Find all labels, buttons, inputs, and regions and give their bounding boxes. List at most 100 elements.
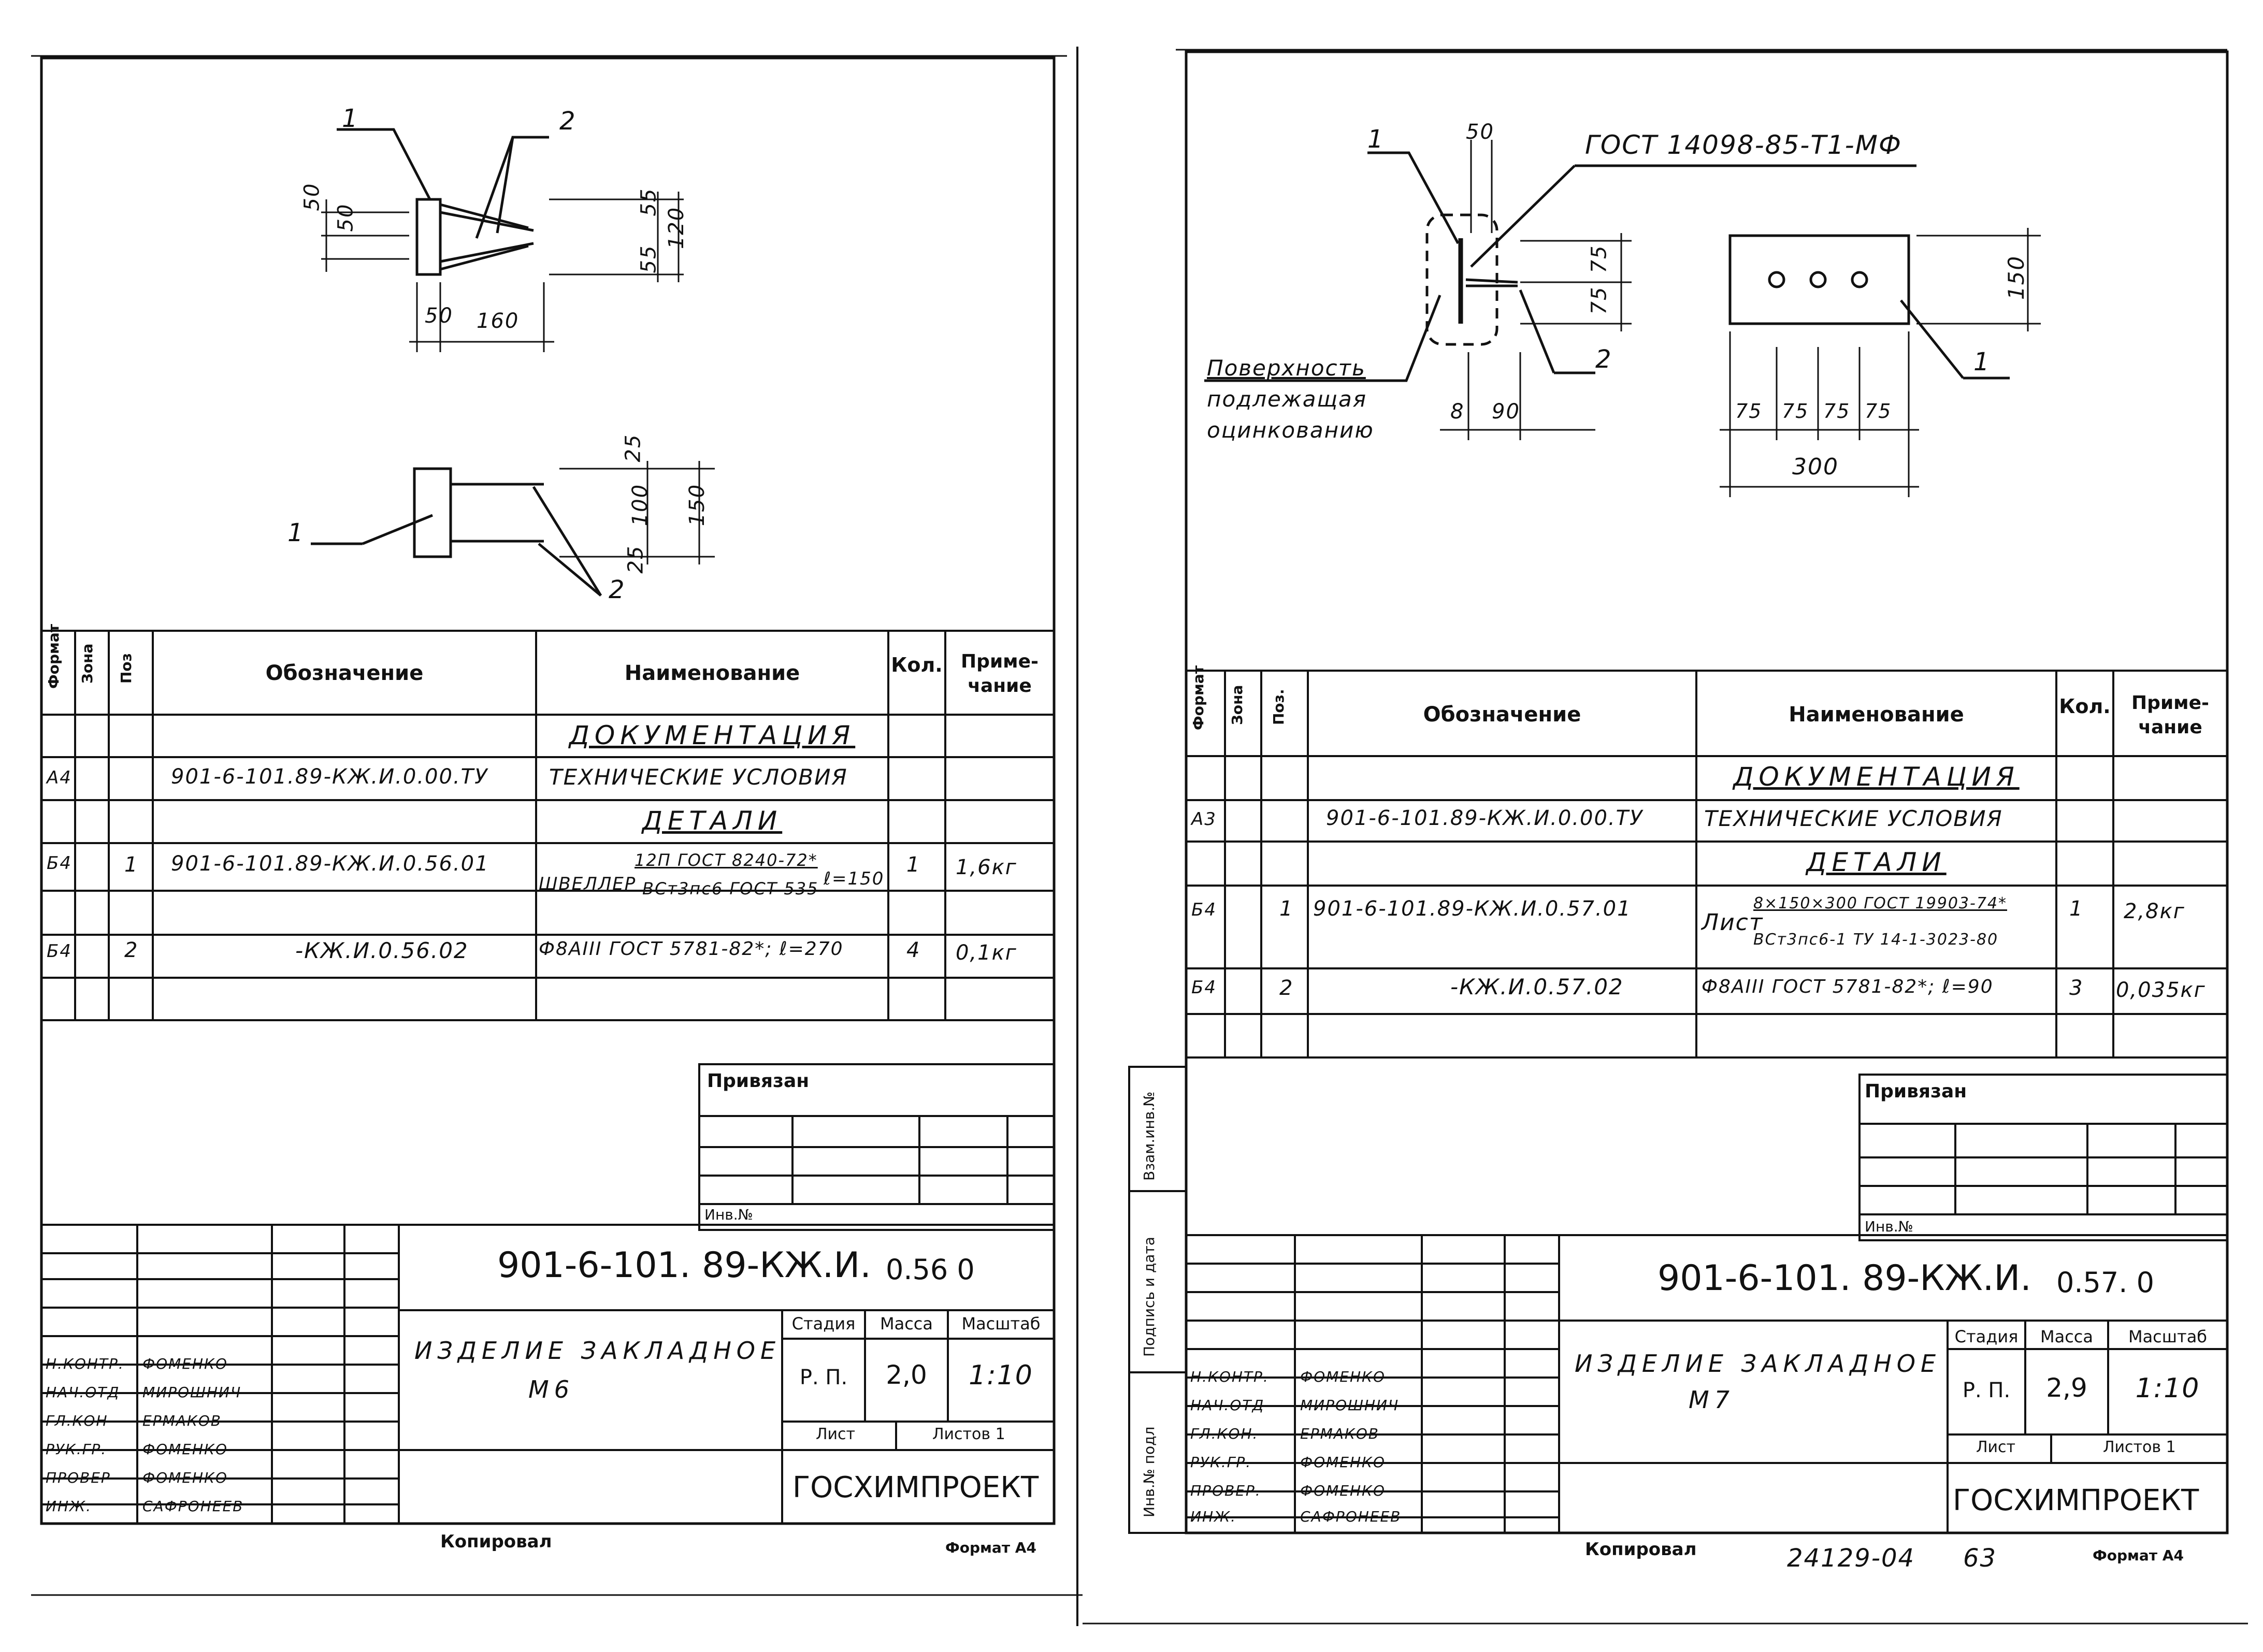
- person-name: ФОМЕНКО: [142, 1469, 228, 1486]
- format-label: Формат А4: [2093, 1547, 2184, 1564]
- header-zone: Зона: [1229, 685, 1246, 725]
- format-label: Формат А4: [945, 1539, 1036, 1556]
- weld-gost-label: ГОСТ 14098-85-Т1-МФ: [1585, 130, 1902, 160]
- cell-qty: 1: [2069, 897, 2084, 921]
- cell-name-tail: ℓ=150: [824, 868, 885, 889]
- header-designation: Обозначение: [265, 661, 424, 685]
- dim-label: 75: [1735, 400, 1763, 423]
- header-designation: Обозначение: [1423, 703, 1581, 727]
- product-title: ИЗДЕЛИЕ ЗАКЛАДНОЕ: [414, 1337, 781, 1365]
- cell-format: А3: [1191, 809, 1217, 830]
- header-zone: Зона: [79, 643, 96, 684]
- person-name: ФОМЕНКО: [1300, 1454, 1386, 1471]
- dim-label: 150: [2003, 255, 2029, 300]
- listov-label: Листов 1: [932, 1425, 1005, 1443]
- cell-format: Б4: [1191, 900, 1217, 920]
- dim-label: 100: [628, 483, 653, 527]
- dim-label: 75: [1823, 400, 1851, 423]
- side-label-vzam: Взам.инв.№: [1141, 1091, 1158, 1181]
- leader-label: 1: [287, 518, 305, 547]
- listov-label: Листов 1: [2103, 1438, 2176, 1456]
- cell-qty: 4: [906, 938, 921, 962]
- dim-label: 55: [637, 244, 661, 273]
- dim-label: 50: [1466, 120, 1494, 144]
- header-name: Наименование: [1789, 703, 1964, 727]
- list-label: Лист: [816, 1425, 856, 1443]
- header-pos: Поз: [118, 653, 135, 684]
- dim-label: 50: [334, 203, 358, 232]
- document-code: 901-6-101. 89-КЖ.И.: [1657, 1258, 2031, 1299]
- cell-name-bottom: ВСт3пс6 ГОСТ 535: [642, 879, 819, 899]
- stage-header: Стадия: [1954, 1327, 2019, 1346]
- cell-note: 2,8кг: [2124, 900, 2185, 923]
- side-label-inv: Инв.№ подл: [1141, 1426, 1158, 1517]
- cell-name-main: ШВЕЛЛЕР: [539, 874, 637, 894]
- cell-name: Ф8АIII ГОСТ 5781-82*; ℓ=90: [1702, 976, 1994, 997]
- mass-value: 2,0: [886, 1360, 927, 1390]
- surface-note-3: оцинкованию: [1207, 417, 1374, 443]
- person-name: ФОМЕНКО: [142, 1355, 228, 1372]
- leader-label: 1: [1973, 347, 1991, 376]
- page-number: 63: [1963, 1544, 1997, 1573]
- role: ГЛ.КОН.: [1190, 1425, 1259, 1442]
- privyazan-label: Привязан: [1865, 1081, 1967, 1102]
- mass-header: Масса: [2040, 1327, 2093, 1346]
- person-name: ЕРМАКОВ: [142, 1412, 222, 1429]
- dim-label: 160: [477, 309, 520, 333]
- organization: ГОСХИМПРОЕКТ: [792, 1471, 1039, 1504]
- copied-label: Копировал: [1585, 1539, 1697, 1560]
- section-documentation: ДОКУМЕНТАЦИЯ: [569, 720, 856, 750]
- cell-designation: 901-6-101.89-КЖ.И.0.00.ТУ: [1326, 806, 1644, 830]
- cell-note: 1,6кг: [956, 856, 1017, 879]
- dim-label: 75: [1587, 286, 1611, 315]
- role: ПРОВЕР.: [1190, 1482, 1261, 1499]
- person-name: ФОМЕНКО: [1300, 1368, 1386, 1385]
- dim-label: 25: [621, 433, 645, 462]
- cell-pos: 2: [1279, 976, 1294, 1000]
- cell-pos: 2: [124, 938, 139, 962]
- scale-value: 1:10: [2135, 1373, 2200, 1404]
- document-code-suffix: 0.57. 0: [2056, 1266, 2154, 1299]
- role: ГЛ.КОН: [46, 1412, 108, 1429]
- dim-label: 75: [1865, 400, 1892, 423]
- person-name: ФОМЕНКО: [1300, 1482, 1386, 1499]
- cell-name-bottom: ВСт3пс6-1 ТУ 14-1-3023-80: [1753, 931, 1999, 949]
- copied-label: Копировал: [440, 1531, 552, 1552]
- role: ПРОВЕР: [46, 1469, 111, 1486]
- cell-designation: -КЖ.И.0.56.02: [295, 938, 469, 963]
- section-details: ДЕТАЛИ: [642, 806, 783, 836]
- person-name: САФРОНЕЕВ: [1300, 1508, 1402, 1525]
- inv-label: Инв.№: [704, 1206, 753, 1223]
- dim-label: 75: [1782, 400, 1809, 423]
- cell-note: 0,1кг: [956, 941, 1017, 965]
- scale-header: Масштаб: [2128, 1327, 2208, 1346]
- list-label: Лист: [1976, 1438, 2016, 1456]
- cell-qty: 3: [2069, 976, 2084, 1000]
- dim-label: 150: [685, 483, 710, 527]
- dim-label: 75: [1587, 244, 1611, 273]
- section-details: ДЕТАЛИ: [1806, 847, 1947, 877]
- cell-name-top: 12П ГОСТ 8240-72*: [635, 850, 818, 870]
- cell-format: Б4: [47, 941, 72, 962]
- header-qty: Кол.: [2059, 695, 2111, 718]
- role: ИНЖ.: [1190, 1508, 1237, 1525]
- leader-label: 1: [1367, 125, 1385, 154]
- inv-label: Инв.№: [1865, 1218, 1913, 1235]
- document-code-suffix: 0.56 0: [886, 1253, 975, 1286]
- cell-designation: 901-6-101.89-КЖ.И.0.56.01: [171, 852, 489, 876]
- stage-value: Р. П.: [1962, 1379, 2011, 1402]
- cell-format: Б4: [47, 853, 72, 874]
- dim-label: 25: [624, 545, 648, 574]
- cell-pos: 1: [124, 853, 139, 877]
- header-format: Формат: [1190, 665, 1207, 730]
- product-subtitle: М7: [1689, 1386, 1735, 1414]
- dim-label: 120: [665, 206, 689, 250]
- surface-note-1: Поверхность: [1207, 355, 1366, 381]
- header-note: Приме- чание: [961, 651, 1039, 697]
- role: ИНЖ.: [46, 1498, 92, 1515]
- cell-name: ТЕХНИЧЕСКИЕ УСЛОВИЯ: [1704, 806, 2003, 831]
- header-qty: Кол.: [891, 654, 943, 676]
- person-name: ФОМЕНКО: [142, 1441, 228, 1458]
- role: НАЧ.ОТД: [1190, 1397, 1265, 1414]
- organization: ГОСХИМПРОЕКТ: [1953, 1484, 2199, 1517]
